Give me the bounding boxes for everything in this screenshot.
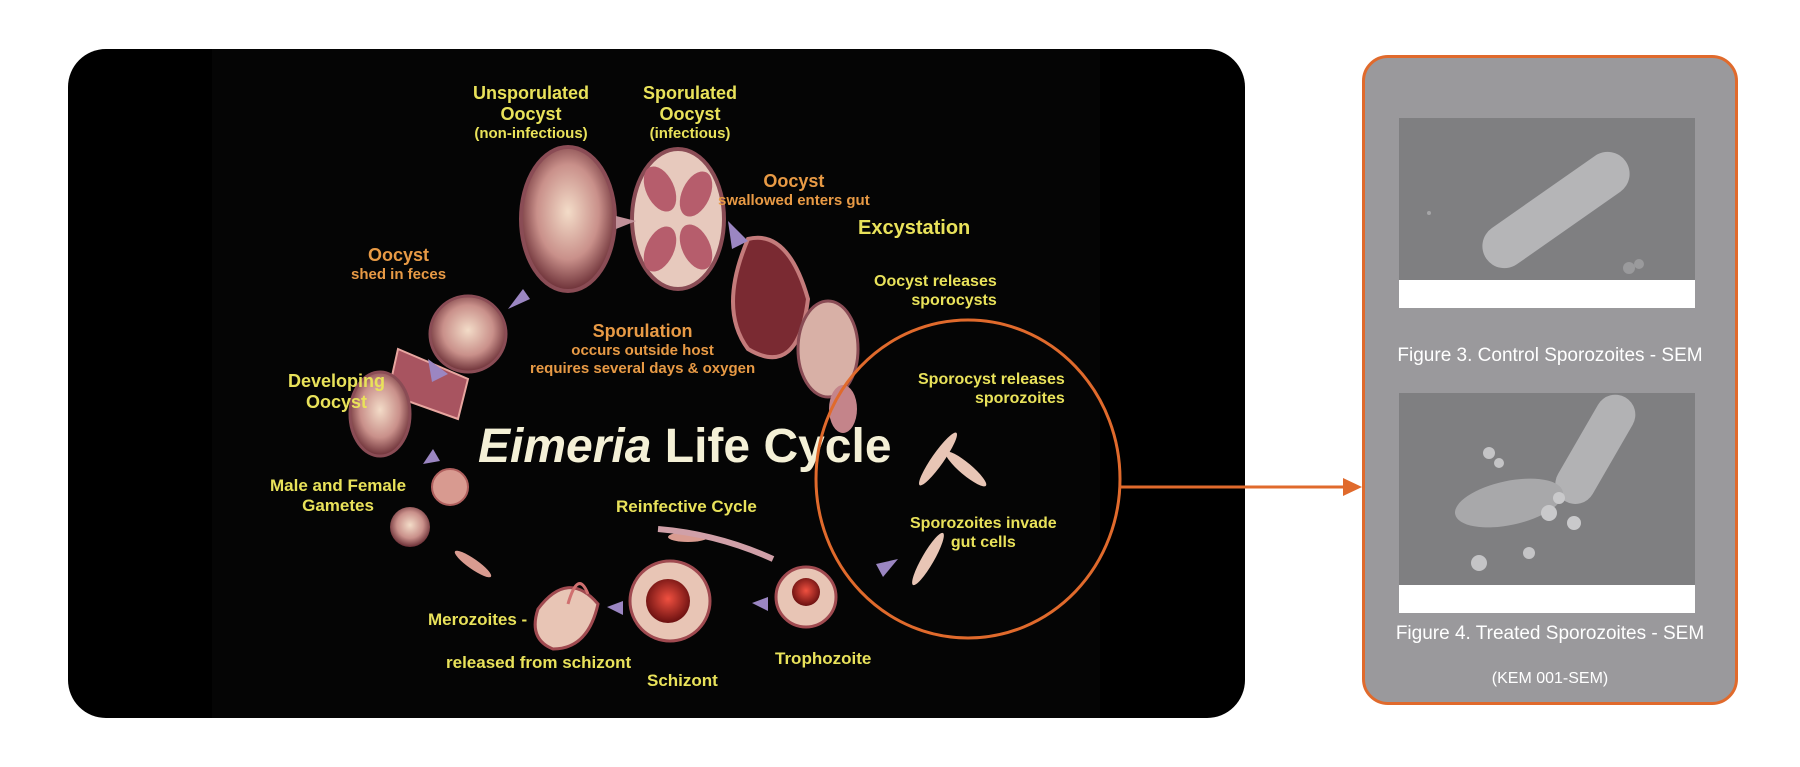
label-sporulation-sub: occurs outside host requires several day… (530, 342, 755, 377)
schizont-nucleus (646, 579, 690, 623)
cycle-arrow (607, 601, 623, 615)
figure3-sem-image (1399, 118, 1695, 308)
diagram-title: Eimeria Life Cycle (478, 419, 892, 474)
label-reinfective-cycle: Reinfective Cycle (616, 497, 757, 517)
treated-sporozoite-image (1399, 393, 1695, 613)
label-unsporulated-sub: (non-infectious) (473, 125, 589, 143)
diagram-title-italic: Eimeria (478, 420, 651, 473)
figure3-caption: Figure 3. Control Sporozoites - SEM (1365, 345, 1735, 367)
life-cycle-illustration (68, 49, 1245, 718)
cycle-arrow (508, 289, 530, 309)
label-oocyst-swallowed-sub: swallowed enters gut (718, 192, 870, 210)
label-excystation: Excystation (858, 217, 970, 241)
label-unsporulated-oocyst: Unsporulated Oocyst (non-infectious) (473, 83, 589, 143)
cycle-arrow (752, 597, 768, 611)
figure4-caption: Figure 4. Treated Sporozoites - SEM (1365, 623, 1735, 645)
sporozoite (942, 448, 990, 491)
unsporulated-oocyst (521, 147, 615, 291)
label-oocyst-shed: Oocyst shed in feces (351, 245, 446, 284)
label-sporulated-title: Sporulated Oocyst (643, 83, 737, 125)
label-sporulation: Sporulation occurs outside host requires… (530, 321, 755, 378)
life-cycle-diagram-panel: Unsporulated Oocyst (non-infectious) Spo… (68, 49, 1245, 718)
label-released-from-schizont: released from schizont (446, 653, 631, 673)
connector-arrow-head (1343, 478, 1362, 496)
label-sporocyst-releases-sporozoites: Sporocyst releases sporozoites (918, 371, 1065, 409)
diagram-title-rest: Life Cycle (651, 420, 891, 473)
figure4-sem-image (1399, 393, 1695, 613)
label-merozoites: Merozoites - (428, 610, 527, 630)
excysting-oocyst (798, 301, 858, 397)
label-oocyst-releases-sporocysts: Oocyst releases sporocysts (874, 273, 997, 311)
cycle-arrow (876, 559, 898, 577)
female-gamete (432, 469, 468, 505)
label-oocyst-swallowed: Oocyst swallowed enters gut (718, 171, 870, 210)
figure-code-label: (KEM 001-SEM) (1365, 670, 1735, 688)
cycle-arrow (423, 449, 440, 464)
label-trophozoite: Trophozoite (775, 649, 871, 669)
figure3-scale-bar (1399, 280, 1695, 308)
label-sporulated-oocyst: Sporulated Oocyst (infectious) (643, 83, 737, 143)
sporulated-oocyst (632, 149, 724, 289)
merozoite (452, 547, 494, 580)
label-sporulation-title: Sporulation (530, 321, 755, 342)
label-sporulated-sub: (infectious) (643, 125, 737, 143)
label-sporozoites-invade: Sporozoites invade gut cells (910, 515, 1057, 553)
label-oocyst-swallowed-title: Oocyst (718, 171, 870, 192)
label-oocyst-shed-title: Oocyst (351, 245, 446, 266)
label-male-female-gametes: Male and Female Gametes (270, 476, 406, 516)
shed-oocyst (430, 296, 506, 372)
reinfective-cycle-arrow (658, 529, 773, 559)
label-unsporulated-title: Unsporulated Oocyst (473, 83, 589, 125)
merozoites (535, 588, 598, 649)
label-oocyst-shed-sub: shed in feces (351, 266, 446, 284)
label-developing-oocyst: Developing Oocyst (288, 371, 385, 413)
sem-figures-panel: Figure 3. Control Sporozoites - SEM Figu… (1362, 55, 1738, 705)
figure4-scale-bar (1399, 585, 1695, 613)
trophozoite-nucleus (792, 578, 820, 606)
label-schizont: Schizont (647, 671, 718, 691)
